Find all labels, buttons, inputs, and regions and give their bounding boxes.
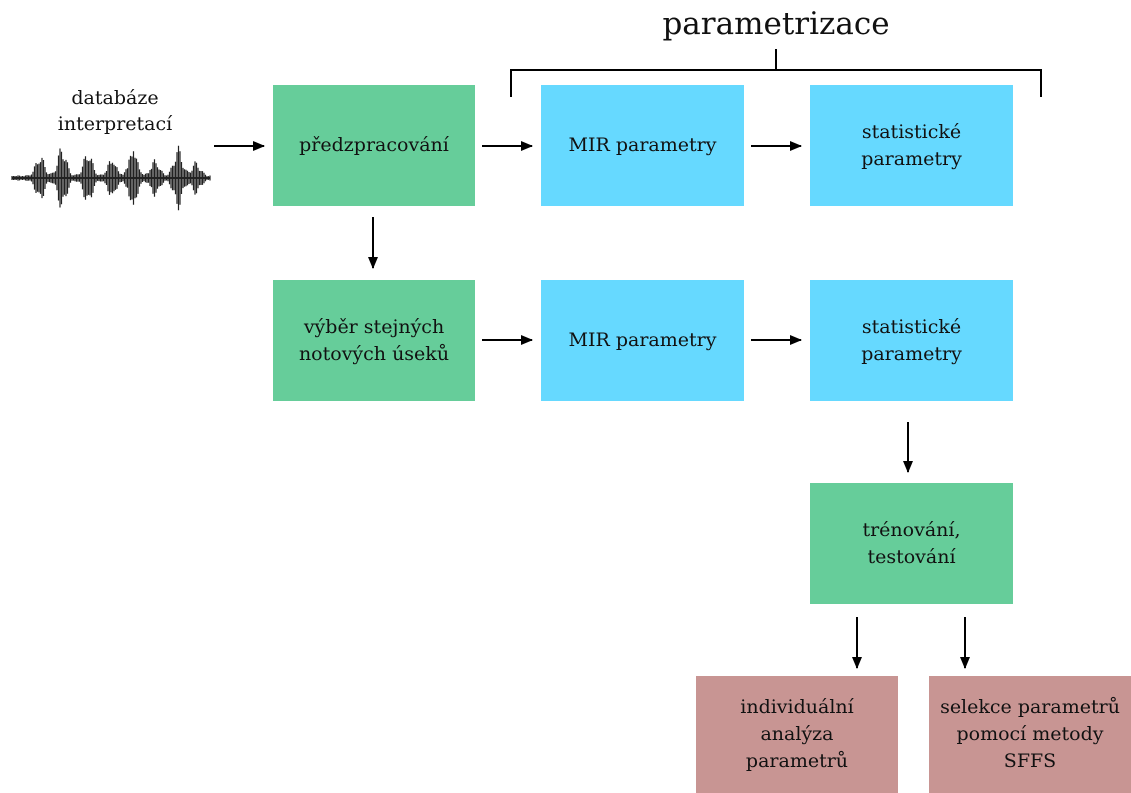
node-stats-bottom-label: statistické parametry	[861, 315, 962, 365]
node-mir-bottom: MIR parametry	[541, 280, 744, 401]
parametrizace-title: parametrizace	[662, 6, 890, 42]
node-sffs-selection: selekce parametrů pomocí metody SFFS	[929, 676, 1131, 793]
node-mir-bottom-label: MIR parametry	[568, 329, 717, 351]
node-sffs-selection-label: selekce parametrů pomocí metody SFFS	[940, 696, 1120, 772]
node-selection: výběr stejných notových úseků	[273, 280, 475, 401]
node-mir-top: MIR parametry	[541, 85, 744, 206]
parametrizace-bracket	[510, 49, 1042, 97]
node-training: trénování, testování	[810, 483, 1013, 604]
node-selection-label: výběr stejných notových úseků	[298, 315, 450, 365]
node-individual-analysis-label: individuální analýza parametrů	[740, 696, 854, 772]
node-stats-top-label: statistické parametry	[861, 120, 962, 170]
node-mir-top-label: MIR parametry	[568, 134, 717, 156]
node-stats-bottom: statistické parametry	[810, 280, 1013, 401]
node-stats-top: statistické parametry	[810, 85, 1013, 206]
database-label: databáze interpretací	[57, 87, 173, 135]
node-training-label: trénování, testování	[862, 518, 961, 568]
waveform-icon	[11, 145, 211, 211]
node-preprocessing: předzpracování	[273, 85, 475, 206]
node-individual-analysis: individuální analýza parametrů	[696, 676, 898, 793]
node-preprocessing-label: předzpracování	[299, 134, 449, 156]
